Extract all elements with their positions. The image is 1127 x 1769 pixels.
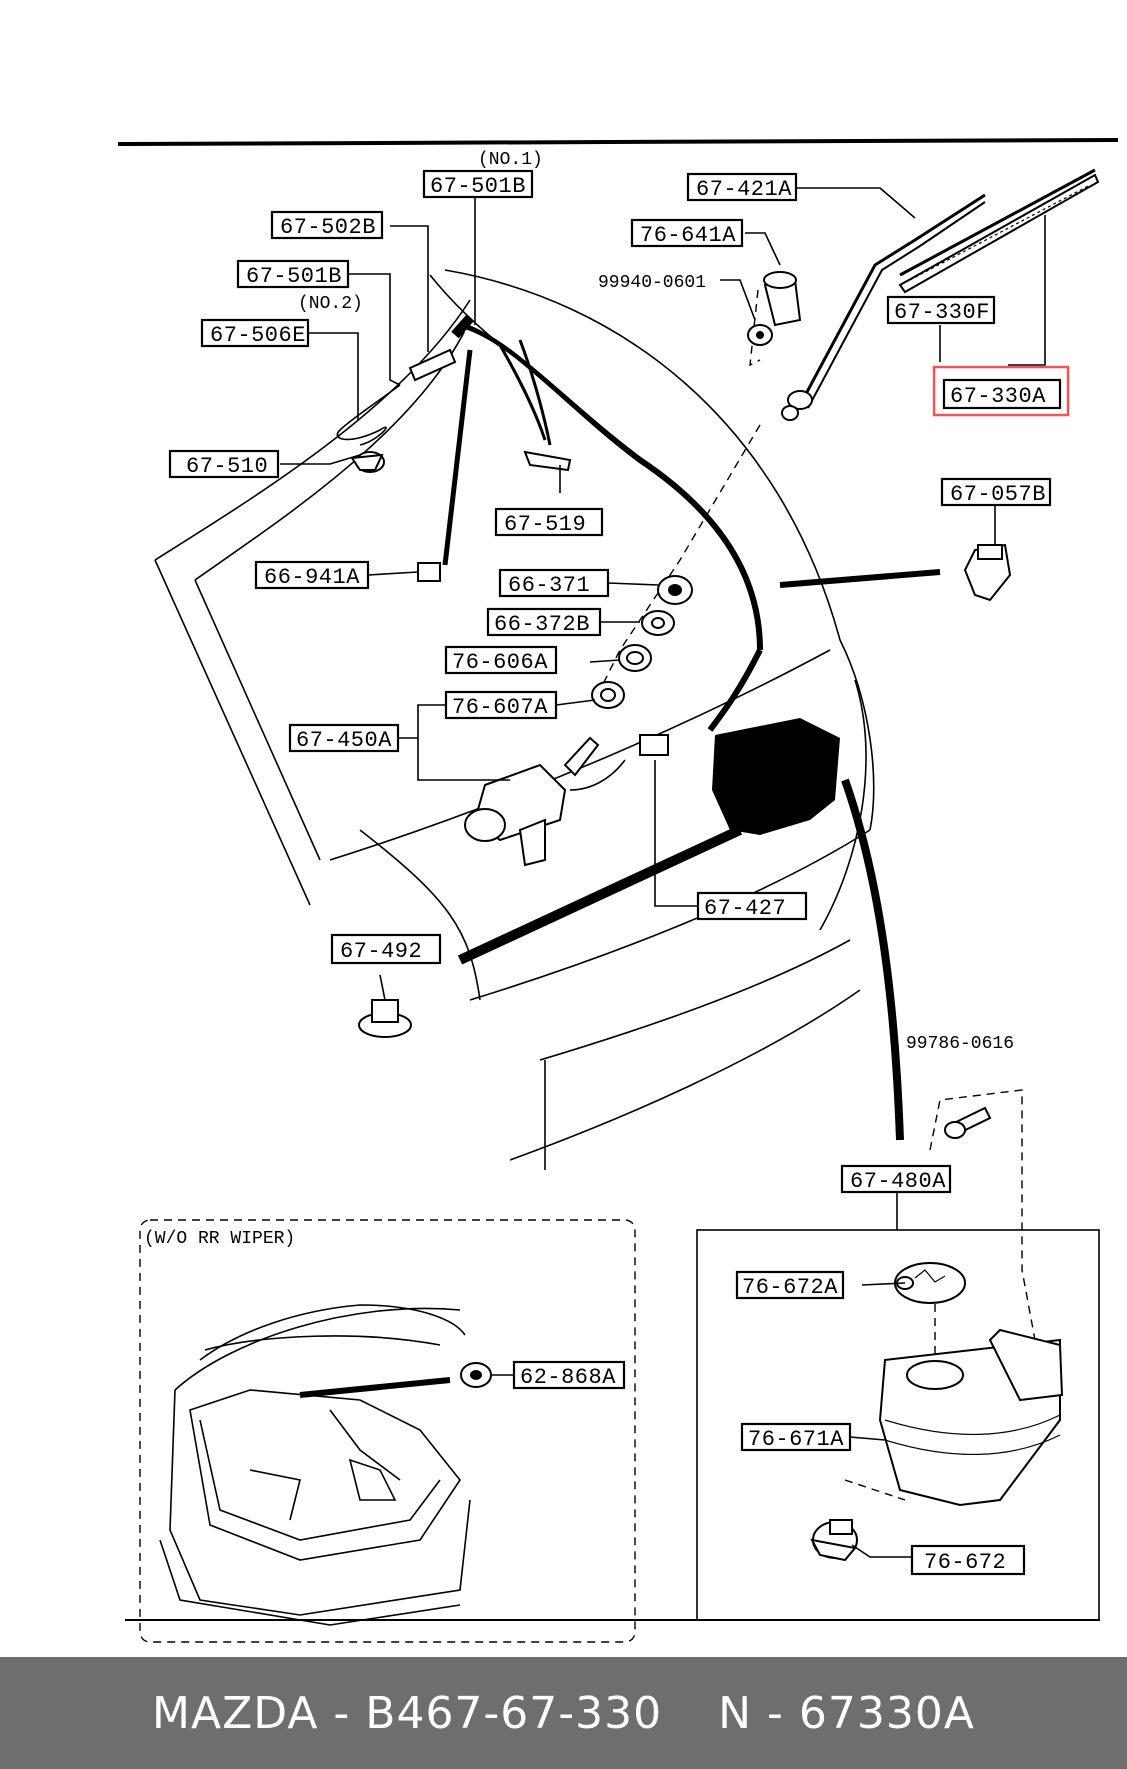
label-67-427: 67-427 bbox=[704, 896, 786, 921]
part-number-footer: MAZDA - B467-67-330 N - 67330A bbox=[0, 1657, 1127, 1769]
washer-tank bbox=[810, 1262, 1064, 1562]
inset-box bbox=[139, 1219, 636, 1643]
label-67-510: 67-510 bbox=[186, 454, 268, 479]
washer-hose bbox=[451, 314, 763, 732]
label-76-672a: 76-672A bbox=[742, 1275, 838, 1300]
label-66-371: 66-371 bbox=[508, 573, 590, 598]
parts-diagram: (NO.1) 67-501B 67-502B 67-501B (NO.2) 67… bbox=[117, 138, 1119, 1643]
label-boxes: (NO.1) 67-501B 67-502B 67-501B (NO.2) 67… bbox=[144, 150, 1070, 1576]
label-76-607a: 76-607A bbox=[452, 695, 548, 720]
label-76-672: 76-672 bbox=[924, 1550, 1006, 1575]
label-67-519: 67-519 bbox=[504, 512, 586, 537]
mazda-part-number: MAZDA - B467-67-330 bbox=[152, 1687, 663, 1739]
washer-tank-box bbox=[696, 1229, 1100, 1621]
inset-vehicle bbox=[159, 1304, 471, 1626]
motor-cover bbox=[712, 718, 840, 835]
label-no1: (NO.1) bbox=[478, 150, 543, 170]
label-76-606a: 76-606A bbox=[452, 650, 548, 675]
label-67-330f: 67-330F bbox=[894, 300, 990, 325]
label-99786-0616: 99786-0616 bbox=[906, 1034, 1014, 1054]
n-part-number: N - 67330A bbox=[718, 1687, 975, 1739]
label-67-501b-top: 67-501B bbox=[430, 174, 526, 199]
label-wo-rr-wiper: (W/O RR WIPER) bbox=[144, 1229, 295, 1249]
label-67-502b: 67-502B bbox=[280, 215, 376, 240]
label-no2: (NO.2) bbox=[298, 294, 363, 314]
wiper-arm-blade bbox=[781, 168, 1100, 421]
label-67-450a: 67-450A bbox=[296, 728, 392, 753]
label-67-330a: 67-330A bbox=[950, 384, 1046, 409]
label-76-641a: 76-641A bbox=[640, 223, 736, 248]
label-67-506e: 67-506E bbox=[210, 323, 306, 348]
parts-icons bbox=[336, 271, 1012, 1388]
label-67-421a: 67-421A bbox=[696, 177, 792, 202]
label-62-868a: 62-868A bbox=[520, 1365, 616, 1390]
label-67-480a: 67-480A bbox=[850, 1169, 946, 1194]
label-67-057b: 67-057B bbox=[950, 482, 1046, 507]
label-99940-0601: 99940-0601 bbox=[598, 273, 706, 293]
label-67-501b-no2: 67-501B bbox=[246, 264, 342, 289]
label-66-372b: 66-372B bbox=[494, 612, 590, 637]
label-76-671a: 76-671A bbox=[748, 1427, 844, 1452]
vehicle-outline bbox=[154, 269, 875, 1170]
label-67-492: 67-492 bbox=[340, 939, 422, 964]
top-border bbox=[117, 138, 1119, 146]
leader-lines bbox=[280, 187, 1046, 1558]
highlight-67-330a bbox=[932, 365, 1070, 417]
label-66-941a: 66-941A bbox=[264, 565, 360, 590]
